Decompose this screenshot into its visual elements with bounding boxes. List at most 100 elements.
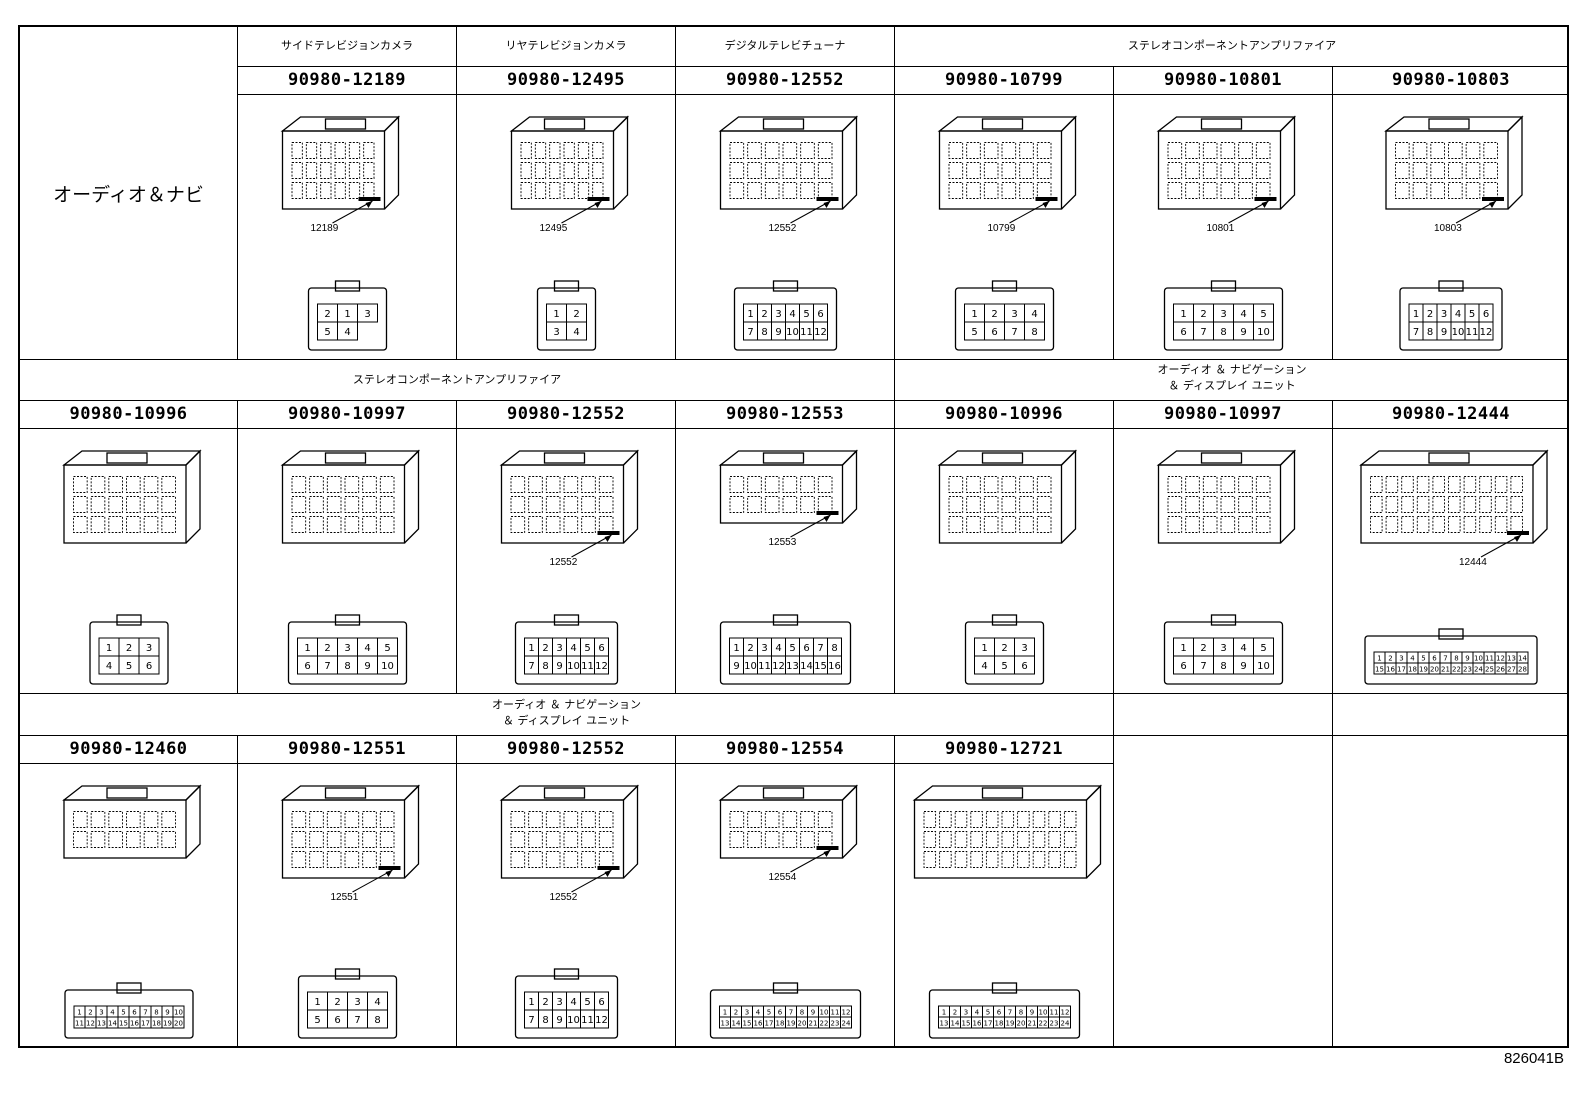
- pin-number: 8: [1031, 327, 1037, 338]
- pin-cell: 14: [106, 1016, 119, 1029]
- pin-cell: 11: [1464, 321, 1480, 341]
- pin-number: 6: [132, 1009, 137, 1017]
- pin-number: 11: [758, 661, 771, 672]
- pin-number: 10: [567, 661, 580, 672]
- pin-number: 5: [384, 643, 390, 654]
- pin-number: 2: [542, 997, 548, 1008]
- group-title: ステレオコンポーネントアンプリファイア: [352, 373, 562, 386]
- pin-number: 2: [88, 1009, 92, 1017]
- pin-number: 23: [1463, 666, 1472, 674]
- pin-cell: 1: [307, 991, 328, 1011]
- pin-cell: 11: [1048, 1005, 1060, 1018]
- part-number-cell: 90980-12721: [895, 736, 1114, 764]
- pin-number: 12: [86, 1020, 95, 1028]
- pin-cell: 11: [580, 655, 595, 675]
- pin-cell: 12: [1059, 1005, 1071, 1018]
- pin-cell: 8: [1015, 1005, 1027, 1018]
- pin-number: 6: [817, 309, 823, 320]
- pin-cell: 13: [938, 1016, 950, 1029]
- group-title: ステレオコンポーネントアンプリファイア: [1127, 39, 1337, 52]
- pin-number: 10: [744, 661, 757, 672]
- pin-cell: 7: [139, 1005, 152, 1018]
- pin-number: 11: [800, 327, 813, 338]
- pin-number: 1: [106, 643, 112, 654]
- pin-cell: 2: [730, 1005, 742, 1018]
- group-title: オーディオ ＆ ナビゲーション: [1157, 363, 1307, 376]
- pin-cell: 1: [1173, 637, 1194, 657]
- pin-number: 10: [1257, 327, 1270, 338]
- pin-cell: 5: [1253, 637, 1274, 657]
- pin-number: 2: [761, 309, 767, 320]
- pin-cell: 5: [580, 991, 595, 1011]
- pin-cell: 15: [960, 1016, 972, 1029]
- pin-number: 4: [789, 309, 795, 320]
- pin-number: 9: [556, 661, 562, 672]
- pin-cell: 2: [757, 303, 772, 323]
- pin-cell: 5: [1417, 651, 1430, 664]
- pin-cell: 2: [566, 303, 587, 323]
- pin-cell: 9: [729, 655, 744, 675]
- empty-cell: [1114, 736, 1333, 1048]
- pin-number: 11: [581, 1015, 594, 1026]
- part-number-cell: 90980-10996: [20, 401, 238, 429]
- pin-cell: 4: [752, 1005, 764, 1018]
- part-number: 90980-10996: [69, 404, 188, 424]
- pin-cell: 16: [128, 1016, 141, 1029]
- pin-cell: 27: [1505, 662, 1518, 675]
- pin-number: 4: [1240, 309, 1246, 320]
- pin-number: 2: [324, 309, 330, 320]
- pin-cell: 19: [1417, 662, 1430, 675]
- pin-number: 24: [1061, 1020, 1070, 1028]
- pin-cell: 20: [796, 1016, 808, 1029]
- pin-cell: 10: [785, 321, 800, 341]
- group-header: ステレオコンポーネントアンプリファイア: [895, 27, 1569, 67]
- pin-cell: 28: [1516, 662, 1529, 675]
- pin-cell: 9: [1026, 1005, 1038, 1018]
- pin-number: 12: [1480, 327, 1493, 338]
- pin-cell: 7: [347, 1009, 368, 1029]
- pin-cell: 23: [1461, 662, 1474, 675]
- pin-number: 1: [77, 1009, 81, 1017]
- pin-number: 12: [842, 1009, 851, 1017]
- pin-number: 15: [119, 1020, 128, 1028]
- part-tag-label: 12189: [311, 223, 339, 234]
- pin-number: 20: [798, 1020, 807, 1028]
- part-tag-label: 12552: [550, 557, 578, 568]
- pin-number: 5: [1260, 309, 1266, 320]
- group-title: サイドテレビジョンカメラ: [281, 39, 413, 52]
- pin-cell: 3: [1213, 637, 1234, 657]
- empty-cell: [1333, 736, 1569, 1048]
- pin-number: 13: [721, 1020, 730, 1028]
- pin-cell: 6: [1428, 651, 1441, 664]
- part-number-cell: 90980-10799: [895, 67, 1114, 95]
- pin-number: 6: [1180, 327, 1186, 338]
- pin-number: 11: [1466, 327, 1479, 338]
- pin-cell: 8: [827, 637, 842, 657]
- pin-cell: 5: [307, 1009, 328, 1029]
- pin-cell: 12: [84, 1016, 97, 1029]
- pin-cell: 24: [1472, 662, 1485, 675]
- connector-body-icon: [718, 115, 859, 210]
- pin-number: 5: [767, 1009, 771, 1017]
- pin-cell: 4: [1024, 303, 1045, 323]
- pin-cell: 20: [172, 1016, 185, 1029]
- pin-cell: 2: [1193, 637, 1214, 657]
- pin-cell: 16: [827, 655, 842, 675]
- pin-cell: 4: [566, 991, 581, 1011]
- pin-cell: 13: [719, 1016, 731, 1029]
- pin-number: 20: [1430, 666, 1439, 674]
- part-number-cell: 90980-12552: [676, 67, 895, 95]
- pin-cell: 3: [757, 637, 772, 657]
- pin-cell: 1: [1408, 303, 1424, 323]
- pin-cell: 3: [1213, 303, 1234, 323]
- pin-cell: 7: [317, 655, 338, 675]
